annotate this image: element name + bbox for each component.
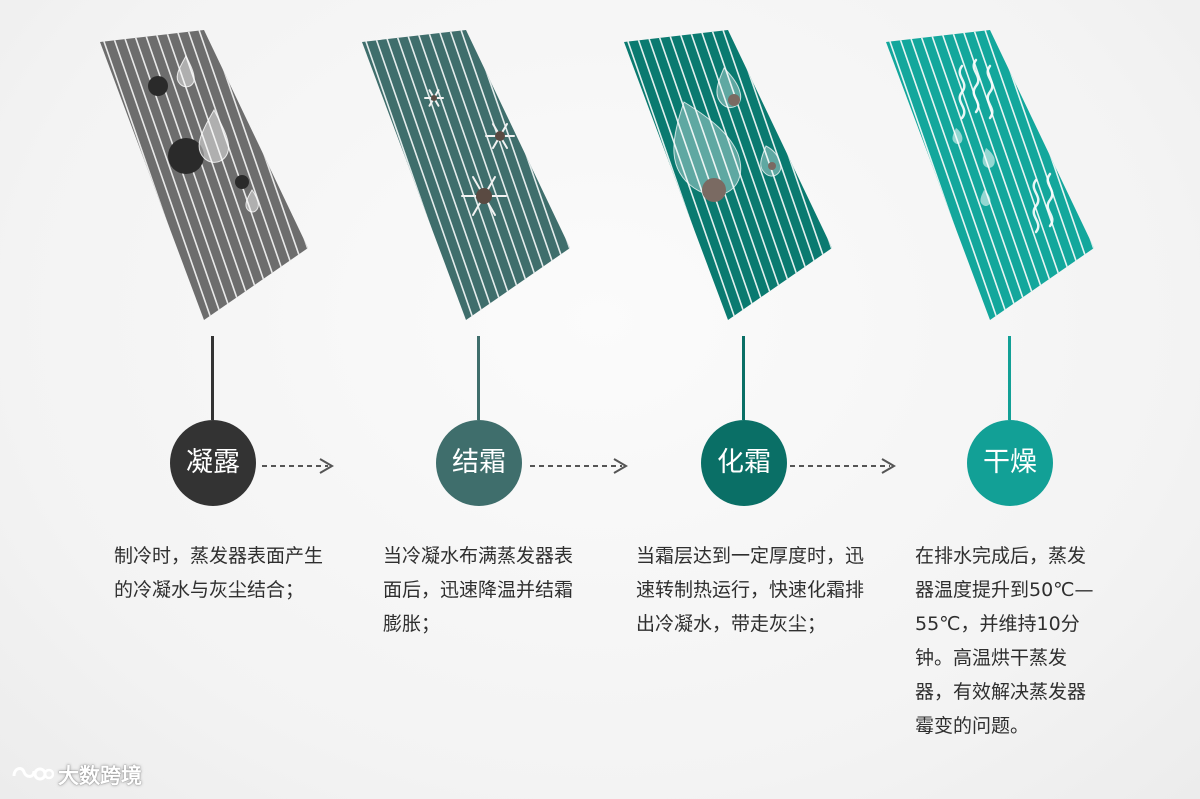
- brand-logo-icon: [10, 762, 54, 788]
- description-line: 当冷凝水布满蒸发器表: [383, 539, 573, 573]
- description-line: 55℃，并维持10分: [915, 607, 1094, 641]
- stage-connector-line: [211, 336, 214, 420]
- description-line: 面后，迅速降温并结霜: [383, 573, 573, 607]
- stage-title: 凝露: [186, 447, 240, 478]
- fin-stripe: [1051, 30, 1155, 330]
- fin-stripe: [1062, 30, 1166, 330]
- fin-stripe: [1117, 30, 1200, 330]
- description-line: 速转制热运行，快速化霜排: [636, 573, 864, 607]
- fin-stripe: [1095, 30, 1199, 330]
- panel-body: [886, 30, 1094, 320]
- stage-description-frosting: 当冷凝水布满蒸发器表 面后，迅速降温并结霜 膨胀；: [383, 539, 573, 641]
- stage-title: 干燥: [983, 447, 1037, 478]
- evaporator-panel-frosting: [362, 30, 602, 330]
- stage-description-condensation: 制冷时，蒸发器表面产生 的冷凝水与灰尘结合；: [114, 539, 323, 607]
- description-line: 制冷时，蒸发器表面产生: [114, 539, 323, 573]
- stage-badge-drying: 干燥: [967, 420, 1053, 506]
- stage-badge-defrosting: 化霜: [701, 420, 787, 506]
- arrow-right-icon: [530, 456, 650, 476]
- fin-stripe: [1106, 30, 1200, 330]
- stage-badge-condensation: 凝露: [170, 420, 256, 506]
- fin-stripe: [1084, 30, 1188, 330]
- stage-description-defrosting: 当霜层达到一定厚度时，迅 速转制热运行，快速化霜排 出冷凝水，带走灰尘；: [636, 539, 864, 641]
- fin-stripe: [789, 30, 893, 330]
- stage-connector-line: [742, 336, 745, 420]
- description-line: 在排水完成后，蒸发: [915, 539, 1094, 573]
- description-line: 霉变的问题。: [915, 709, 1094, 743]
- evaporator-panel-condensation: [100, 30, 340, 330]
- description-line: 的冷凝水与灰尘结合；: [114, 573, 323, 607]
- stage-connector-line: [477, 336, 480, 420]
- stage-title: 化霜: [717, 447, 771, 478]
- watermark-text: 大数跨境: [58, 760, 142, 790]
- stage-description-drying: 在排水完成后，蒸发 器温度提升到50℃— 55℃，并维持10分 钟。高温烘干蒸发…: [915, 539, 1094, 743]
- fin-stripe: [1073, 30, 1177, 330]
- description-line: 器，有效解决蒸发器: [915, 675, 1094, 709]
- description-line: 器温度提升到50℃—: [915, 573, 1094, 607]
- description-line: 当霜层达到一定厚度时，迅: [636, 539, 864, 573]
- description-line: 钟。高温烘干蒸发: [915, 641, 1094, 675]
- stage-connector-line: [1008, 336, 1011, 420]
- evaporator-panel-drying: [886, 30, 1126, 330]
- description-line: 膨胀；: [383, 607, 573, 641]
- stage-badge-frosting: 结霜: [436, 420, 522, 506]
- stage-title: 结霜: [452, 447, 506, 478]
- fin-stripe: [265, 30, 369, 330]
- watermark-logo: 大数跨境: [10, 760, 142, 790]
- description-line: 出冷凝水，带走灰尘；: [636, 607, 864, 641]
- evaporator-panel-defrosting: [624, 30, 864, 330]
- fin-stripe: [527, 30, 631, 330]
- panel-body: [100, 30, 308, 320]
- arrow-right-icon: [790, 456, 910, 476]
- arrow-right-icon: [262, 456, 382, 476]
- panel-body: [362, 30, 570, 320]
